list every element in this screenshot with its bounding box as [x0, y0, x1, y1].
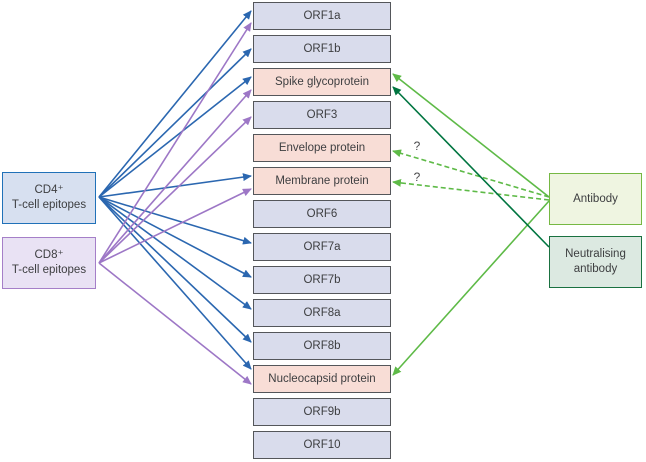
gene-box-membrane-protein: Membrane protein: [253, 167, 391, 195]
gene-box-spike-glycoprotein: Spike glycoprotein: [253, 68, 391, 96]
arrow-cd4-to-orf1b: [98, 48, 252, 198]
arrow-cd4-to-spike: [98, 76, 252, 198]
gene-box-envelope-protein: Envelope protein: [253, 134, 391, 162]
neutralising-label-line2: antibody: [573, 263, 618, 275]
arrow-cd4-to-orf8a: [98, 196, 252, 310]
arrow-cd8-to-membrane: [98, 188, 252, 264]
arrow-antibody-to-envelope: [392, 149, 550, 198]
arrow-antibody-to-nucleocapsid: [392, 200, 550, 376]
cd8-label-line2: T-cell epitopes: [11, 264, 87, 276]
gene-box-orf3: ORF3: [253, 101, 391, 129]
cd4-epitopes-box: CD4⁺ T-cell epitopes: [2, 172, 96, 224]
antibody-label: Antibody: [573, 192, 618, 205]
question-mark-annotation: ?: [414, 170, 421, 184]
gene-box-orf7a: ORF7a: [253, 233, 391, 261]
arrow-cd4-to-orf1a: [98, 10, 252, 198]
cd8-epitopes-box: CD8⁺ T-cell epitopes: [2, 237, 96, 289]
cd4-label-line2: T-cell epitopes: [11, 199, 87, 211]
arrow-cd4-to-orf8b: [98, 196, 252, 343]
arrow-cd8-to-orf1a: [98, 22, 252, 264]
neutralising-antibody-box: Neutralising antibody: [549, 236, 642, 288]
arrow-cd4-to-orf7a: [98, 196, 252, 245]
question-mark-annotation: ?: [414, 139, 421, 153]
gene-box-orf6: ORF6: [253, 200, 391, 228]
gene-box-orf10: ORF10: [253, 431, 391, 459]
arrow-antibody-to-membrane: [392, 178, 550, 201]
arrow-cd8-to-spike: [98, 89, 252, 264]
arrow-antibody-to-spike: [392, 73, 550, 198]
arrow-neutralising-to-spike: [392, 86, 550, 248]
arrow-cd4-to-orf7b: [98, 196, 252, 278]
neutralising-label-line1: Neutralising: [565, 248, 626, 261]
cd4-label-line1: CD4⁺: [34, 184, 64, 197]
gene-box-orf8b: ORF8b: [253, 332, 391, 360]
arrow-cd8-to-orf3: [98, 116, 252, 264]
arrow-cd8-to-nucleocapsid: [98, 262, 252, 385]
arrow-cd4-to-nucleocapsid: [98, 196, 252, 370]
gene-box-orf9b: ORF9b: [253, 398, 391, 426]
gene-box-nucleocapsid-protein: Nucleocapsid protein: [253, 365, 391, 393]
antibody-box: Antibody: [549, 173, 642, 225]
gene-box-orf1b: ORF1b: [253, 35, 391, 63]
gene-box-orf8a: ORF8a: [253, 299, 391, 327]
gene-box-orf7b: ORF7b: [253, 266, 391, 294]
gene-box-orf1a: ORF1a: [253, 2, 391, 30]
cd8-label-line1: CD8⁺: [34, 249, 64, 262]
arrow-cd4-to-membrane: [98, 173, 252, 198]
